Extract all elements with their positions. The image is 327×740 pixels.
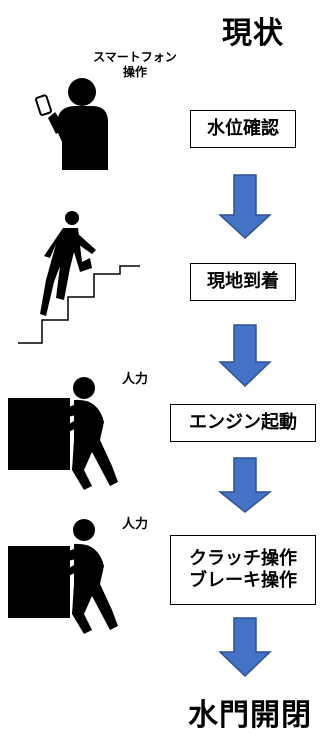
person-pushing-box-icon [8, 377, 118, 490]
person-pushing-box-icon [8, 519, 118, 634]
step-label-line2: ブレーキ操作 [189, 570, 297, 591]
down-arrow-icon [218, 617, 272, 678]
down-arrow-icon [218, 174, 272, 240]
person-climbing-stairs-icon [18, 211, 140, 344]
step-label: エンジン起動 [189, 411, 297, 433]
step-box-water-level-check: 水位確認 [190, 110, 296, 148]
step-box-engine-start: エンジン起動 [170, 404, 316, 442]
step-label-line1: クラッチ操作 [189, 547, 297, 569]
gate-open-close-title: 水門開閉 [188, 698, 312, 733]
step-box-clutch-brake: クラッチ操作 ブレーキ操作 [170, 535, 316, 605]
page-title: 現状 [222, 16, 284, 51]
person-with-smartphone-icon [35, 78, 108, 170]
down-arrow-icon [217, 457, 273, 513]
down-arrow-icon [218, 324, 272, 388]
step-label: 水位確認 [207, 117, 279, 139]
manual-label-1: 人力 [122, 372, 149, 387]
manual-label-2: 人力 [122, 517, 149, 532]
step-box-arrival-on-site: 現地到着 [190, 263, 296, 301]
step-label: 現地到着 [207, 270, 279, 292]
smartphone-operation-label: スマートフォン 操作 [80, 50, 190, 80]
smartphone-label-line1: スマートフォン [93, 50, 177, 64]
smartphone-label-line2: 操作 [122, 65, 147, 79]
